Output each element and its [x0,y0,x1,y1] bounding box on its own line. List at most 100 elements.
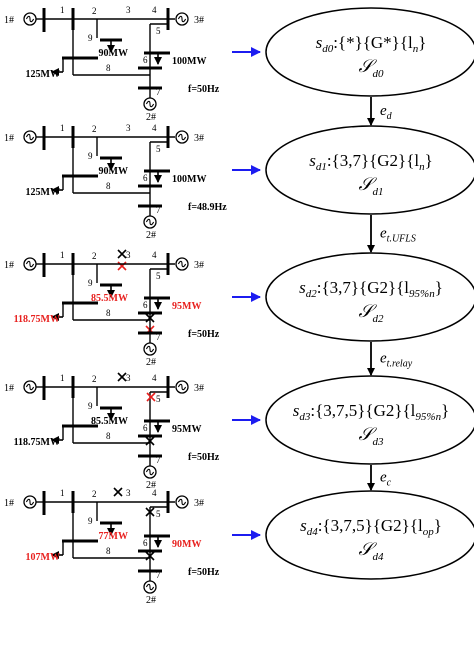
bus-number-label: 1 [60,250,65,260]
edge-subscript: t.relay [387,359,413,370]
bus-number-label: 3 [126,488,131,498]
state-subscript: d1 [316,161,327,173]
bus-number-label: 8 [106,308,111,318]
generator-icon-right [175,12,189,26]
open-breaker-stroke [113,487,123,497]
bus-number-label: 5 [156,394,161,404]
set-subscript: d1 [372,186,383,198]
bus-number-label: 4 [152,250,157,260]
load-right-label: 95MW [172,424,201,435]
state-body-subscript: n [413,43,419,55]
bus-number-label: 2 [92,489,97,499]
state-tail: } [435,278,443,297]
load-right-label: 90MW [172,539,201,550]
edge-label: ec [380,470,392,489]
gen-label-left: 1# [4,383,14,394]
state-label: sd2:{3,7}{G2}{l95%n} [299,278,443,300]
generator-icon-left [23,12,37,26]
bus-number-label: 9 [88,516,93,526]
state-node: sd2:{3,7}{G2}{l95%n}𝒮d2 [265,252,474,342]
open-breaker-stroke [145,507,155,517]
bus-number-label: 5 [156,26,161,36]
generator-icon-bottom [143,97,157,111]
open-breaker-stroke [145,551,155,561]
state-symbol: s [299,278,306,297]
state-tail: } [441,401,449,420]
gen-label-bottom: 2# [146,595,156,606]
gen-label-left: 1# [4,15,14,26]
edge-label: et.UFLS [380,226,416,245]
state-body: :{3,7,5}{G2}{l [318,516,423,535]
generator-icon-bottom [143,342,157,356]
bus-number-label: 9 [88,278,93,288]
state-body: :{3,7,5}{G2}{l [310,401,415,420]
load-left-label: 125MW [26,187,60,198]
breaker-open-mark-1 [145,313,155,323]
generator-icon-right [175,257,189,271]
edge-symbol: e [380,351,387,367]
state-node: sd1:{3,7}{G2}{ln}𝒮d1 [265,125,474,215]
frequency-label: f=48.9Hz [188,202,227,213]
state-node: sd3:{3,7,5}{G2}{l95%n}𝒮d3 [265,375,474,465]
breaker-open-mark-2 [146,392,156,402]
bus-number-label: 8 [106,181,111,191]
gen-label-right: 3# [194,383,204,394]
bus-number-label: 6 [143,423,148,433]
bus-number-label: 8 [106,546,111,556]
breaker-open-mark-1 [145,436,155,446]
bus-number-label: 4 [152,373,157,383]
edge-symbol: e [380,226,387,242]
generator-icon-left [23,130,37,144]
gen-label-right: 3# [194,133,204,144]
bus-number-label: 2 [92,6,97,16]
open-breaker-stroke [146,392,156,402]
load-mid-label: 85.5MW [91,293,128,304]
load-mid-label: 90MW [99,48,128,59]
load-left-label: 118.75MW [14,437,60,448]
gen-label-bottom: 2# [146,112,156,123]
generator-icon-bottom [143,215,157,229]
generator-icon-right [175,495,189,509]
breaker-open-mark-1 [145,551,155,561]
bus-number-label: 9 [88,33,93,43]
load-mid-label: 77MW [99,531,128,542]
load-mid-label: 90MW [99,166,128,177]
state-body-subscript: 95%n [409,288,435,300]
state-subscript: d3 [299,411,311,423]
bus-number-label: 1 [60,373,65,383]
set-subscript: d4 [372,551,384,563]
bus-number-label: 5 [156,144,161,154]
state-label: sd0:{*}{G*}{ln} [316,33,427,55]
bus-number-label: 3 [126,250,131,260]
breaker-open-mark-0 [117,249,127,259]
bus-number-label: 6 [143,173,148,183]
generator-icon-right [175,380,189,394]
bus-number-label: 2 [92,251,97,261]
set-subscript: d2 [372,313,384,325]
bus-number-label: 7 [156,205,161,215]
edge-label: et.relay [380,351,413,370]
bus-number-label: 6 [143,538,148,548]
edge-symbol: e [380,103,387,119]
state-node: sd4:{3,7,5}{G2}{lop}𝒮d4 [265,490,474,580]
state-label: sd3:{3,7,5}{G2}{l95%n} [293,401,450,423]
state-body-subscript: op [423,526,435,538]
gen-label-left: 1# [4,498,14,509]
bus-number-label: 3 [126,373,131,383]
state-subscript: d2 [306,288,318,300]
generator-icon-right [175,130,189,144]
state-label: sd1:{3,7}{G2}{ln} [309,151,433,173]
bus-number-label: 7 [156,570,161,580]
state-body-subscript: 95%n [415,411,441,423]
bus-number-label: 3 [126,123,131,133]
generator-icon-bottom [143,465,157,479]
state-tail: } [434,516,442,535]
